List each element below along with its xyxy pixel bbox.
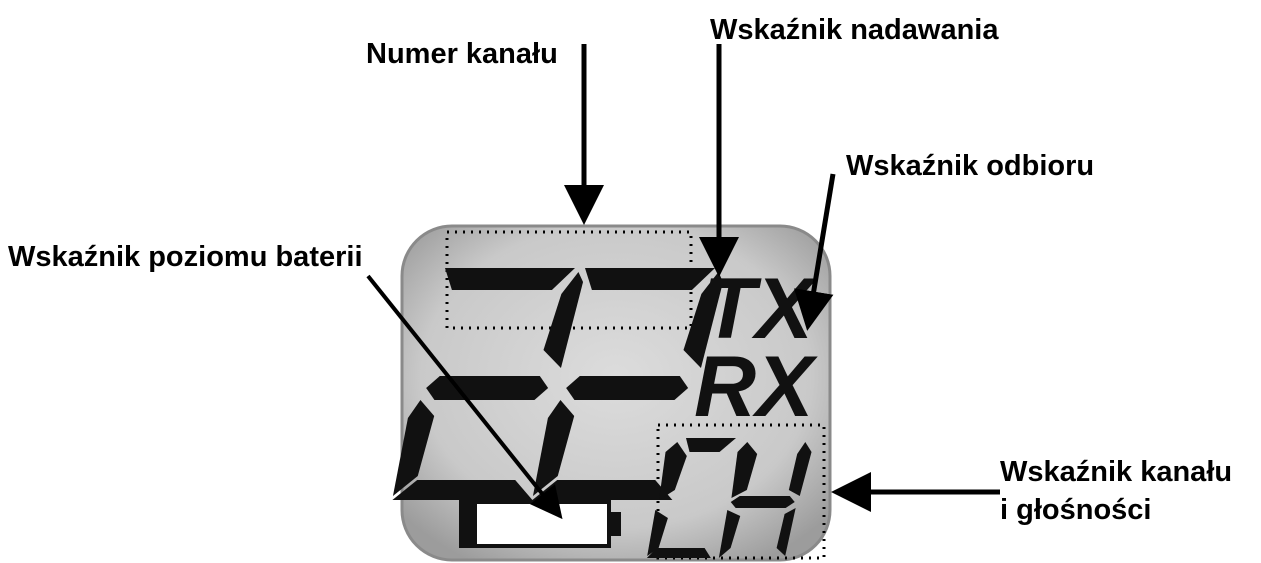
- channel-volume-highlight: [656, 423, 826, 560]
- arrow-receive: [793, 173, 836, 331]
- digit-2-first: [392, 268, 584, 500]
- segment-letter-h: [718, 442, 812, 558]
- rx-indicator: RX: [694, 339, 818, 435]
- segment-letter-c: [646, 438, 736, 558]
- label-battery-indicator: Wskaźnik poziomu baterii: [8, 241, 363, 273]
- digit-2-second: [532, 268, 724, 500]
- leader-battery: [366, 274, 563, 520]
- mode-indicator-ch: [646, 438, 812, 558]
- label-channel-volume-line2: i głośności: [1000, 494, 1152, 526]
- battery-icon: [459, 500, 621, 548]
- label-channel-number: Numer kanału: [366, 38, 558, 70]
- label-channel-volume-line1: Wskaźnik kanału: [1000, 456, 1233, 488]
- label-transmit-indicator: Wskaźnik nadawania: [710, 14, 999, 46]
- callout-lines: [366, 44, 1000, 520]
- channel-number-highlight: [445, 230, 693, 330]
- label-receive-indicator: Wskaźnik odbioru: [846, 150, 1095, 182]
- channel-number-digits: [392, 268, 724, 500]
